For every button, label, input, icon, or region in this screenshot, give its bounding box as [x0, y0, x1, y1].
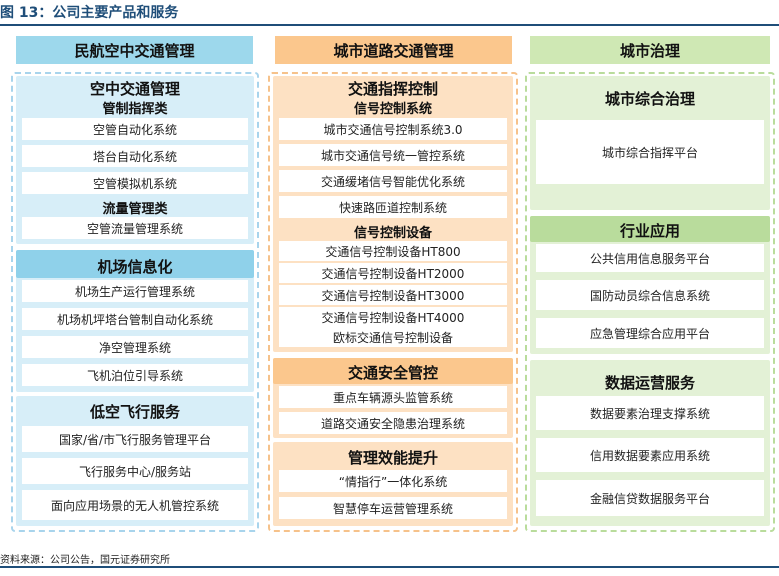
- list-item: 面向应用场景的无人机管控系统: [22, 490, 248, 520]
- column-frame-urban-traffic: [268, 72, 518, 532]
- list-item: 国家/省/市飞行服务管理平台: [22, 426, 248, 452]
- group-title-management-efficiency: 管理效能提升: [347, 449, 438, 467]
- bottom-rule: [0, 566, 779, 568]
- list-item: 塔台自动化系统: [22, 145, 248, 167]
- list-item: 道路交通安全隐患治理系统: [279, 412, 507, 434]
- list-item: 机场机坪塔台管制自动化系统: [22, 308, 248, 330]
- column-header-city-governance: 城市治理: [530, 36, 770, 64]
- group-title-industry-application: 行业应用: [619, 222, 680, 240]
- list-item: 飞行服务中心/服务站: [22, 458, 248, 484]
- group-band-airport-informatization: [16, 250, 254, 278]
- list-item: 城市交通信号统一管控系统: [279, 144, 507, 166]
- group-band-traffic-safety-control: [273, 358, 513, 384]
- list-item: 交通信号控制设备HT4000: [279, 307, 507, 327]
- group-title-traffic-safety-control: 交通安全管控: [347, 364, 438, 382]
- list-item: 国防动员综合信息系统: [536, 280, 764, 310]
- group-title-airport-informatization: 机场信息化: [97, 258, 173, 276]
- subgroup-title-control-command: 管制指挥类: [102, 102, 168, 117]
- list-item: 交通信号控制设备HT800: [279, 241, 507, 261]
- list-item: 城市交通信号控制系统3.0: [279, 118, 507, 140]
- group-title-low-altitude-flight-service: 低空飞行服务: [89, 403, 180, 421]
- list-item: 应急管理综合应用平台: [536, 318, 764, 348]
- title-rule: [0, 24, 779, 26]
- list-item: 交通信号控制设备HT3000: [279, 285, 507, 305]
- column-header-civil-aviation: 民航空中交通管理: [16, 36, 253, 64]
- group-title-air-traffic-management: 空中交通管理: [89, 80, 180, 98]
- group-title-traffic-command-control: 交通指挥控制: [347, 80, 438, 98]
- list-item: 空管自动化系统: [22, 118, 248, 140]
- list-item: 快速路匝道控制系统: [279, 196, 507, 218]
- figure-title: 图 13：公司主要产品和服务: [0, 5, 179, 21]
- list-item: 空管流量管理系统: [22, 217, 248, 239]
- list-item: 飞机泊位引导系统: [22, 364, 248, 386]
- list-item: 空管模拟机系统: [22, 172, 248, 194]
- source-note: 资料来源：公司公告，国元证券研究所: [0, 555, 170, 566]
- list-item: 交通信号控制设备HT2000: [279, 263, 507, 283]
- list-item: 机场生产运行管理系统: [22, 280, 248, 302]
- group-title-data-operation-service: 数据运营服务: [604, 374, 695, 392]
- list-item: 欧标交通信号控制设备: [279, 327, 507, 347]
- list-item: 数据要素治理支撑系统: [536, 396, 764, 430]
- list-item: 交通缓堵信号智能优化系统: [279, 170, 507, 192]
- list-item: 智慧停车运营管理系统: [279, 497, 507, 519]
- list-item: 金融信贷数据服务平台: [536, 480, 764, 516]
- list-item: 净空管理系统: [22, 336, 248, 358]
- list-item: 信用数据要素应用系统: [536, 438, 764, 472]
- column-frame-civil-aviation: [11, 72, 259, 532]
- list-item: 城市综合指挥平台: [536, 120, 764, 184]
- list-item: 重点车辆源头监管系统: [279, 386, 507, 408]
- subgroup-title-signal-control-system: 信号控制系统: [353, 102, 432, 117]
- list-item: 公共信用信息服务平台: [536, 244, 764, 272]
- group-band-industry-application: [530, 216, 770, 242]
- column-frame-city-governance: [525, 72, 775, 532]
- subgroup-title-flow-management: 流量管理类: [102, 202, 168, 217]
- column-header-urban-traffic: 城市道路交通管理: [275, 36, 512, 64]
- group-title-urban-comprehensive-governance: 城市综合治理: [604, 90, 695, 108]
- list-item: “情指行”一体化系统: [279, 470, 507, 492]
- subgroup-title-signal-control-device: 信号控制设备: [353, 226, 432, 241]
